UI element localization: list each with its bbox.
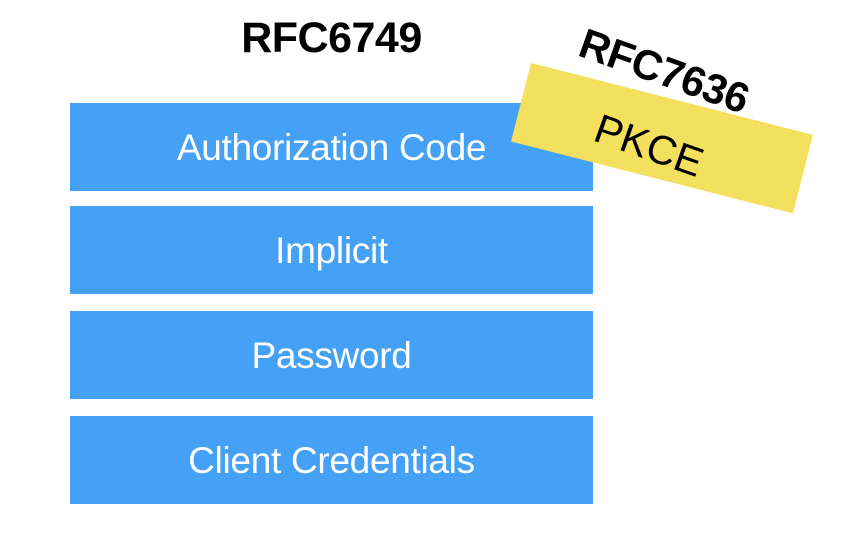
grant-type-label: Implicit xyxy=(275,229,388,271)
grant-type-label: Authorization Code xyxy=(176,126,487,168)
grant-type-label: Password xyxy=(251,334,412,376)
rfc6749-title: RFC6749 xyxy=(241,14,422,62)
grant-type-client-credentials[interactable]: Client Credentials xyxy=(70,416,593,504)
grant-type-label: Client Credentials xyxy=(188,439,475,481)
grant-type-password[interactable]: Password xyxy=(70,311,593,399)
grant-type-implicit[interactable]: Implicit xyxy=(70,206,593,294)
grant-type-authorization-code[interactable]: Authorization Code xyxy=(70,103,593,191)
